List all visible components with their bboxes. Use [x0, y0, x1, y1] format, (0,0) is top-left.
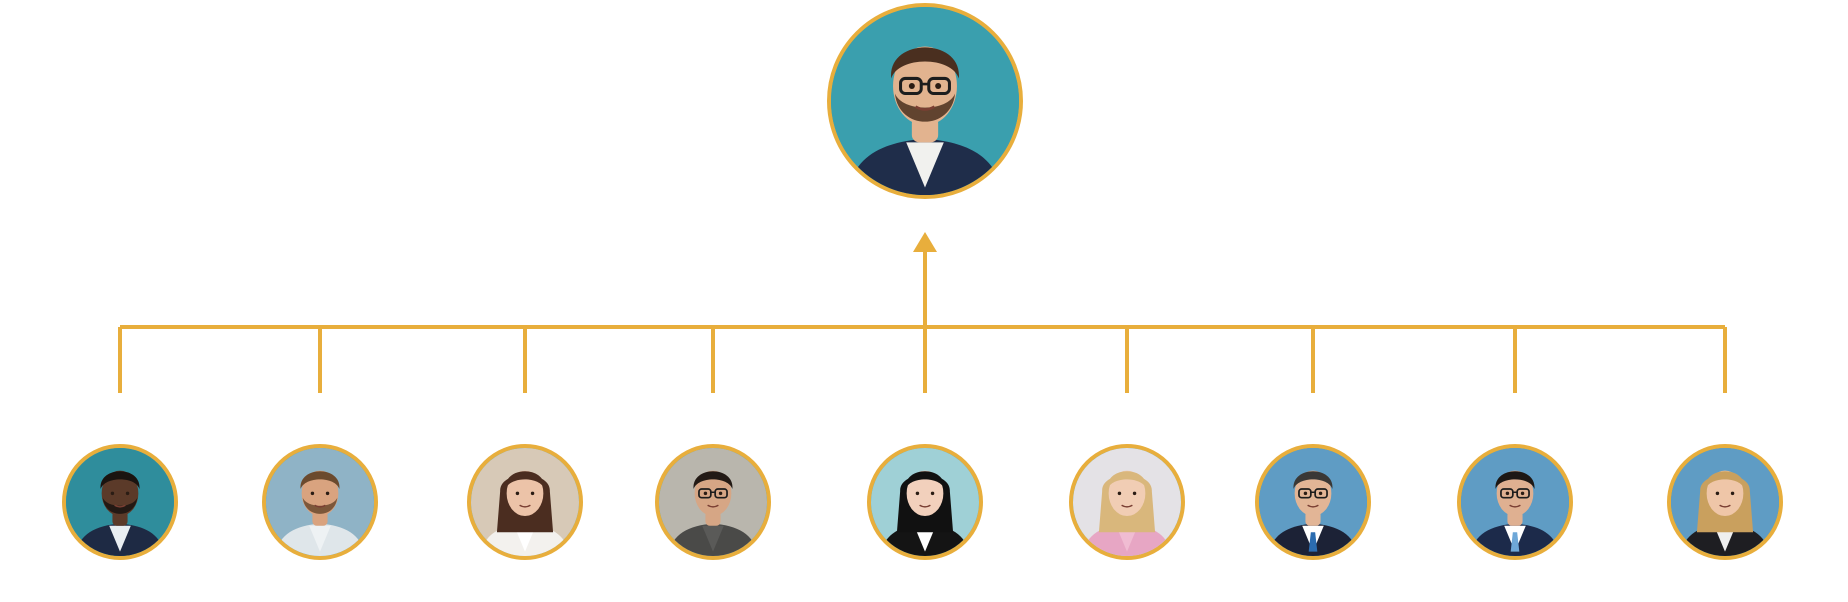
- person-photo-icon: [471, 448, 579, 556]
- person-photo-icon: [659, 448, 767, 556]
- child-person-avatar: [1255, 444, 1371, 560]
- person-photo-icon: [871, 448, 979, 556]
- root-person-avatar: [827, 3, 1023, 199]
- person-photo-icon: [831, 7, 1019, 195]
- person-photo-icon: [1073, 448, 1181, 556]
- child-person-avatar: [1667, 444, 1783, 560]
- person-photo-icon: [1671, 448, 1779, 556]
- child-person-avatar: [1069, 444, 1185, 560]
- person-photo-icon: [66, 448, 174, 556]
- child-person-avatar: [262, 444, 378, 560]
- person-photo-icon: [266, 448, 374, 556]
- arrow-up-icon: [913, 232, 937, 252]
- person-photo-icon: [1461, 448, 1569, 556]
- person-photo-icon: [1259, 448, 1367, 556]
- child-person-avatar: [655, 444, 771, 560]
- child-person-avatar: [467, 444, 583, 560]
- child-person-avatar: [1457, 444, 1573, 560]
- child-person-avatar: [867, 444, 983, 560]
- child-person-avatar: [62, 444, 178, 560]
